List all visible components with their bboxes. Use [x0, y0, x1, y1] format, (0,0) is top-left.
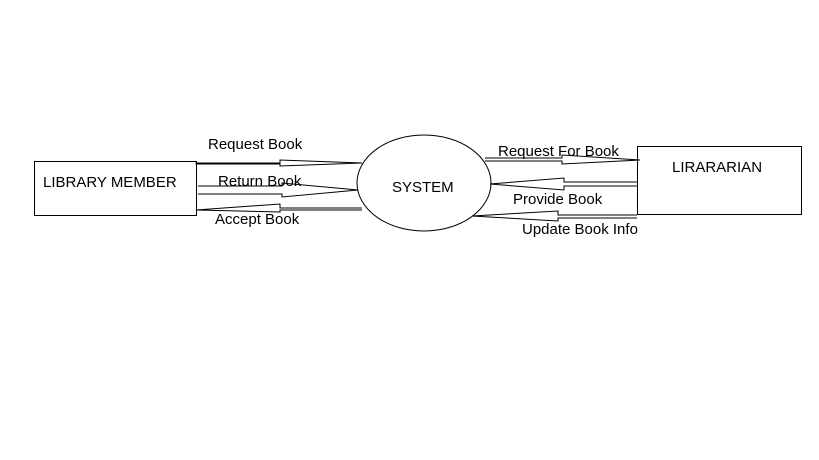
system-ellipse — [356, 134, 492, 232]
flow-request-for-book: Request For Book — [485, 143, 641, 165]
librarian-label: LIRARARIAN — [672, 159, 762, 176]
accept-book-arrow — [195, 203, 362, 213]
library-member-entity: LIBRARY MEMBER — [34, 161, 197, 216]
request-for-book-arrow — [485, 154, 641, 165]
system-label: SYSTEM — [392, 179, 454, 196]
update-book-info-label: Update Book Info — [522, 221, 638, 238]
system-process: SYSTEM — [356, 134, 492, 232]
provide-book-label: Provide Book — [513, 191, 603, 208]
flow-return-book: Return Book — [198, 173, 359, 198]
return-book-label: Return Book — [218, 173, 302, 190]
library-member-label: LIBRARY MEMBER — [43, 174, 177, 191]
flow-request-book: Request Book — [195, 136, 363, 167]
request-for-book-label: Request For Book — [498, 143, 619, 160]
return-book-arrow — [198, 182, 359, 198]
provide-book-arrow — [489, 177, 637, 191]
request-book-label: Request Book — [208, 136, 303, 153]
flow-update-book-info: Update Book Info — [471, 210, 638, 238]
update-book-info-arrow — [471, 210, 637, 222]
librarian-box — [637, 146, 802, 215]
request-book-arrow — [195, 159, 363, 167]
flow-provide-book: Provide Book — [489, 177, 637, 208]
library-member-box — [34, 161, 197, 216]
accept-book-label: Accept Book — [215, 211, 300, 228]
librarian-entity: LIRARARIAN — [637, 146, 802, 215]
flow-accept-book: Accept Book — [195, 203, 362, 228]
